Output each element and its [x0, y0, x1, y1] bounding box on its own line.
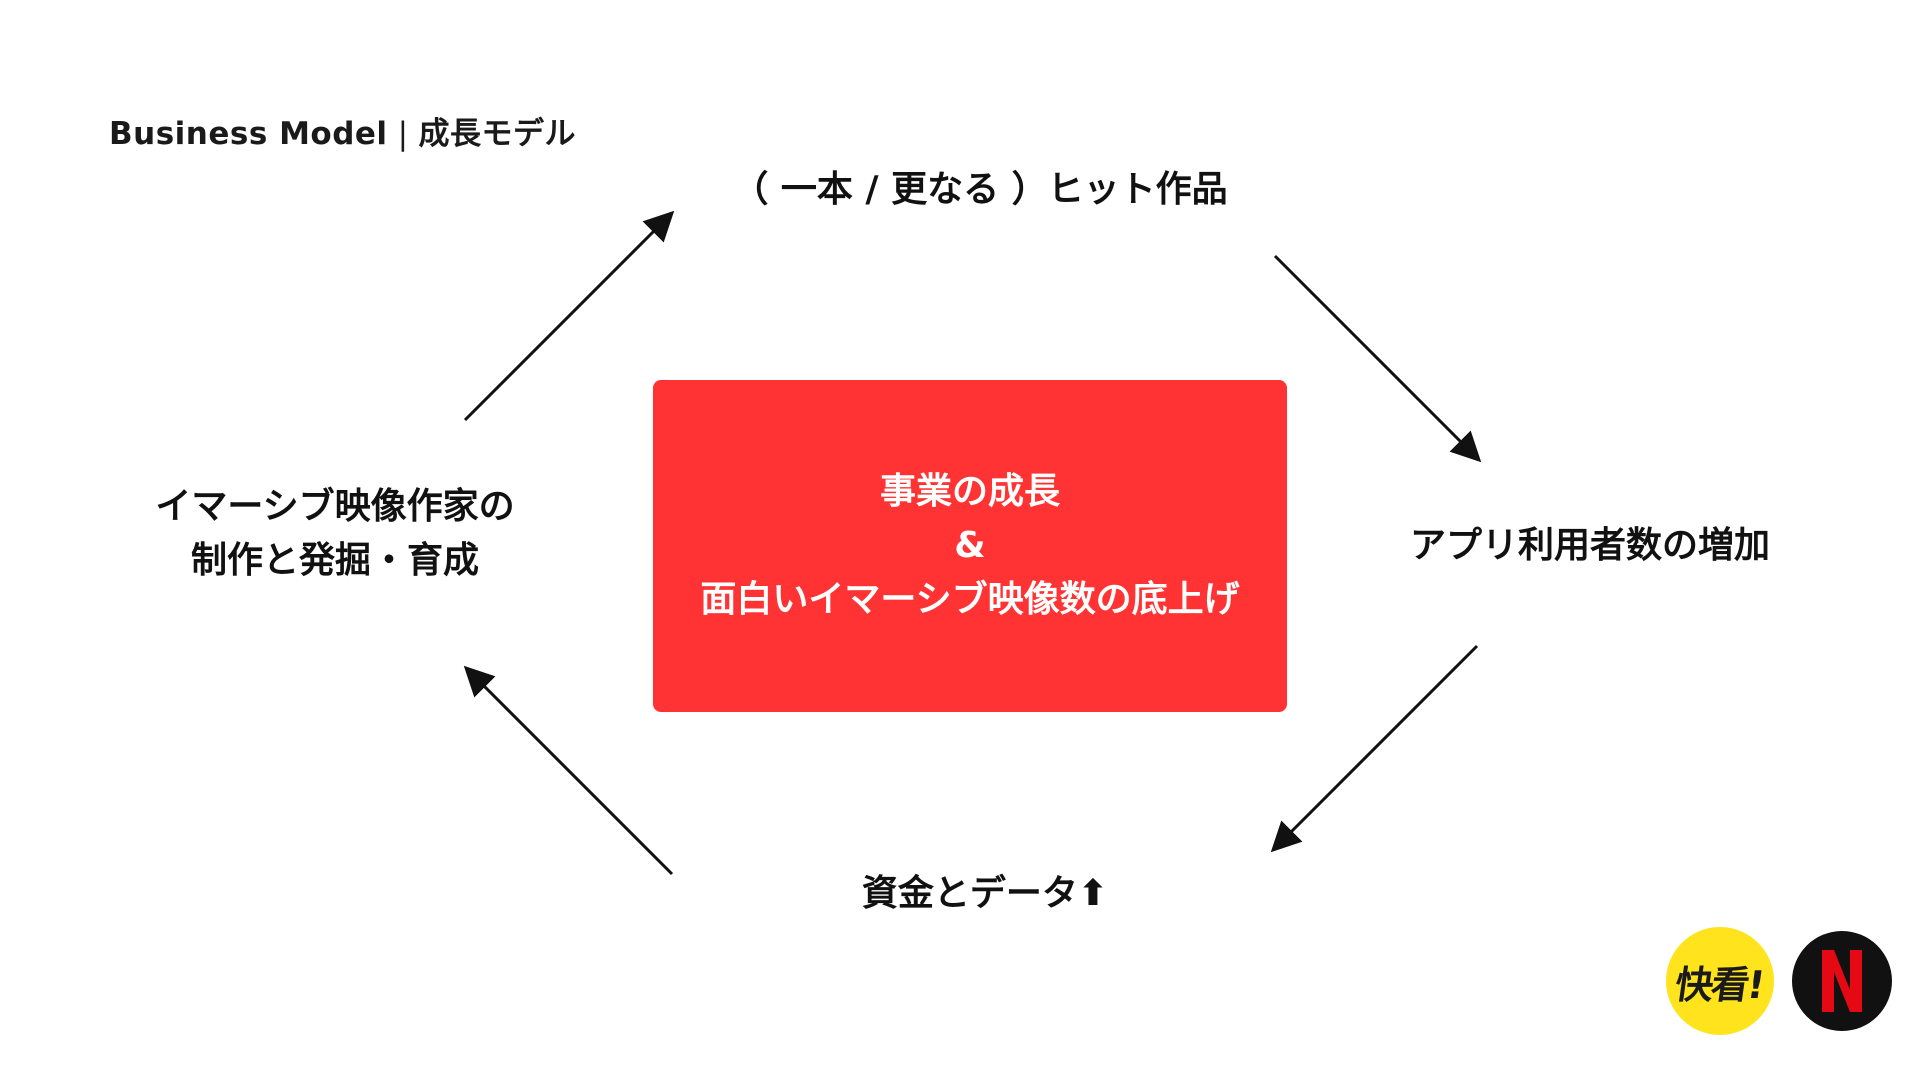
- creators-line-1: イマーシブ映像作家の: [155, 486, 515, 527]
- center-goal-box: 事業の成長 & 面白いイマーシブ映像数の底上げ: [653, 380, 1287, 712]
- center-line-1: 事業の成長: [879, 471, 1060, 512]
- cycle-node-creators: イマーシブ映像作家の 制作と発掘・育成: [120, 480, 550, 588]
- center-line-3: 面白いイマーシブ映像数の底上げ: [700, 579, 1240, 620]
- kuaikan-logo-text: 快看!: [1672, 962, 1767, 1007]
- netflix-logo: [1792, 931, 1892, 1031]
- netflix-n-icon: [1822, 950, 1862, 1012]
- kuaikan-logo: 快看!: [1666, 927, 1774, 1035]
- page-title: Business Model|成長モデル: [109, 108, 576, 153]
- arrow-left-to-top: [463, 210, 675, 422]
- arrow-top-to-right: [1273, 254, 1482, 463]
- cycle-node-hit-works: （ 一本 / 更なる ）ヒット作品: [732, 169, 1228, 210]
- center-line-2: &: [954, 525, 986, 566]
- subtitle-text: 成長モデル: [418, 116, 577, 152]
- cycle-node-app-users: アプリ利用者数の増加: [1409, 525, 1770, 566]
- arrow-bottom-to-left: [463, 665, 674, 876]
- cycle-node-funds-data: 資金とデータ⬆: [861, 873, 1109, 914]
- title-text: Business Model: [109, 116, 388, 152]
- creators-line-2: 制作と発掘・育成: [190, 540, 479, 581]
- title-separator: |: [397, 116, 409, 152]
- arrow-right-to-bottom: [1270, 644, 1479, 853]
